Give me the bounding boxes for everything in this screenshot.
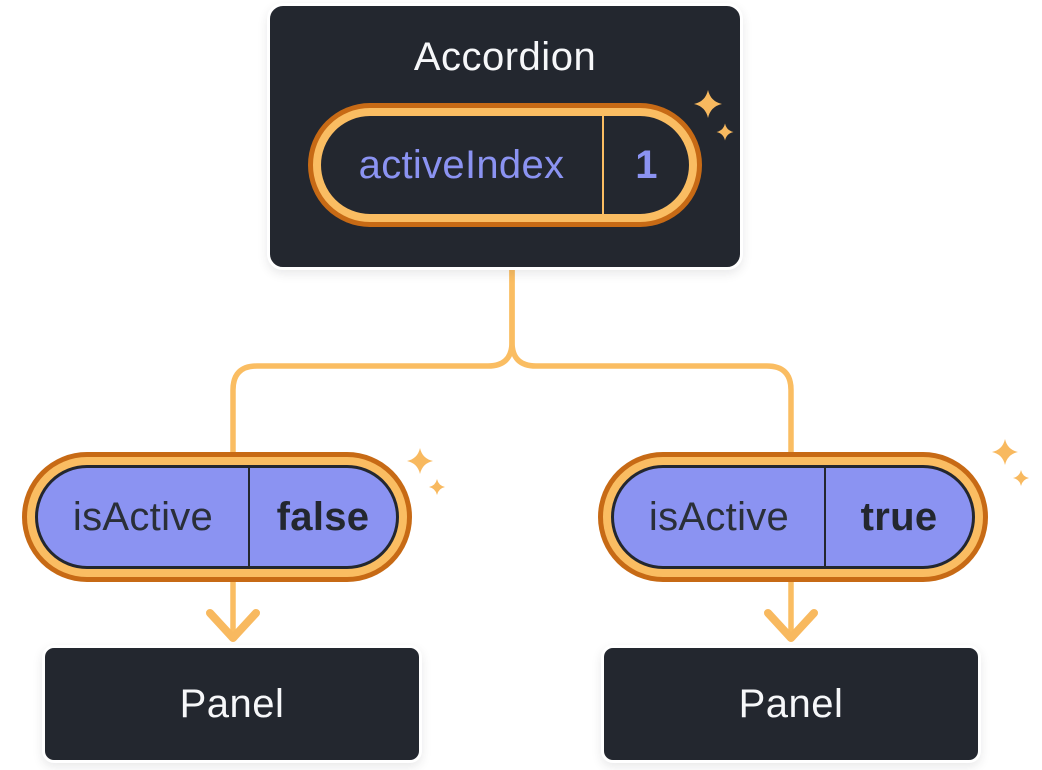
prop-value-right: true — [860, 494, 938, 539]
arrow-down-icon — [764, 609, 818, 642]
prop-value-left: false — [276, 494, 370, 539]
state-value: 1 — [635, 142, 658, 187]
connector-right-branch — [509, 265, 794, 636]
state-pill: activeIndex 1 — [313, 108, 697, 222]
pill-separator — [602, 116, 604, 214]
prop-pill-right: isActive true — [611, 465, 975, 569]
panel-title-right: Panel — [738, 681, 844, 726]
arrow-down-icon — [206, 609, 260, 642]
panel-title-left: Panel — [179, 681, 285, 726]
pill-separator — [824, 468, 826, 566]
prop-label-right: isActive — [648, 494, 790, 539]
state-label: activeIndex — [358, 142, 565, 187]
connector-left-branch — [230, 265, 515, 636]
accordion-title: Accordion — [413, 35, 597, 79]
panel-box-left: Panel — [42, 645, 422, 763]
pill-separator — [248, 468, 250, 566]
prop-label-left: isActive — [72, 494, 214, 539]
panel-box-right: Panel — [601, 645, 981, 763]
prop-pill-left: isActive false — [35, 465, 399, 569]
